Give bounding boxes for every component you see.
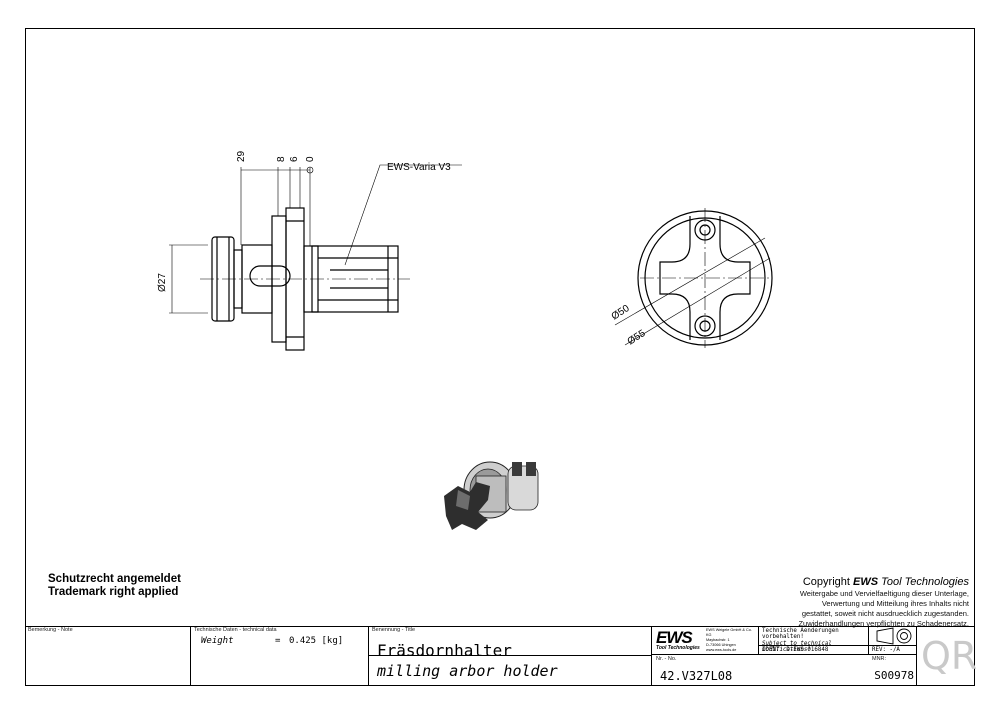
copyright-suffix: Tool Technologies: [881, 576, 969, 588]
copyright-notice: Copyright EWS Tool Technologies Weiterga…: [798, 576, 969, 629]
tech-data-cell: Technische Daten - technical data Weight…: [191, 626, 369, 686]
company-line: Maybachstr. 1: [706, 638, 730, 642]
projection-symbol-icon: [876, 627, 912, 645]
company-line: www.ews-tools.de: [706, 648, 737, 652]
qr-placeholder: QR: [921, 634, 978, 678]
dim-d27: Ø27: [157, 273, 168, 292]
changes-en: Subject to technical modifications!: [762, 641, 832, 653]
trademark-notice: Schutzrecht angemeldet Trademark right a…: [48, 573, 181, 599]
copyright-line: Weitergabe und Vervielfaeltigung dieser …: [799, 589, 969, 598]
logo-subtitle: Tool Technologies: [656, 645, 700, 651]
title-english: milling arbor holder: [377, 662, 558, 680]
dim-0: 0: [305, 156, 316, 162]
title-label: Benennung - Title: [372, 627, 416, 633]
part-number-cell: Nr. - No. 42.V327L08: [652, 655, 869, 686]
title-cell: Benennung - Title Fräsdornhalter milling…: [369, 626, 652, 686]
copyright-prefix: Copyright: [802, 576, 850, 588]
trademark-line-de: Schutzrecht angemeldet: [48, 573, 181, 585]
copyright-line: gestattet, soweit nicht ausdruecklich zu…: [801, 609, 969, 618]
ews-logo: EWS: [656, 628, 693, 647]
rev-value: REV: -/A: [872, 647, 900, 653]
note-cell: Bemerkung - Note: [25, 626, 191, 686]
copyright-line: Verwertung und Mitteilung ihres Inhalts …: [821, 599, 969, 608]
front-dimension-lines: [614, 208, 771, 348]
dim-d55: Ø55: [626, 328, 648, 348]
rev-cell: REV: -/A: [869, 646, 917, 655]
ident-value: IDENT: D-EWS-016848: [762, 647, 829, 653]
copyright-brand: EWS: [853, 576, 879, 588]
title-block: Bemerkung - Note Technische Daten - tech…: [25, 626, 978, 686]
weight-equals: =: [275, 636, 281, 646]
logo-cell: EWS Tool Technologies EWS Weigele GmbH &…: [652, 626, 759, 655]
callout-label: EWS-Varia V3: [387, 162, 451, 173]
mnr-cell: MNR: S00978: [869, 655, 917, 686]
isometric-view: [444, 461, 539, 530]
dim-6: 6: [289, 156, 300, 162]
changes-cell: Technische Aenderungen vorbehalten! Subj…: [759, 626, 869, 653]
drawing-frame: [25, 28, 975, 686]
weight-value: 0.425 [kg]: [289, 636, 344, 646]
note-label: Bemerkung - Note: [28, 627, 73, 633]
projection-symbol-cell: [869, 626, 917, 646]
qr-cell: QR: [917, 626, 978, 686]
mnr-label: MNR:: [872, 656, 887, 662]
ident-cell: IDENT: D-EWS-016848: [759, 646, 869, 655]
company-line: EWS Weigele GmbH & Co. KG: [706, 628, 752, 637]
changes-de: Technische Aenderungen vorbehalten!: [762, 628, 839, 640]
company-line: D-73066 Uhingen: [706, 643, 736, 647]
dim-labels: 29 8 6 0 Ø27 EWS-Varia V3: [157, 150, 451, 292]
dimension-lines: [169, 164, 462, 314]
dim-29: 29: [236, 150, 247, 162]
copyright-heading: Copyright EWS Tool Technologies: [798, 576, 969, 589]
weight-label: Weight: [201, 636, 234, 646]
slot: [249, 265, 291, 287]
trademark-line-en: Trademark right applied: [48, 586, 179, 598]
title-german: Fräsdornhalter: [377, 641, 512, 660]
dim-8: 8: [276, 156, 287, 162]
tech-label: Technische Daten - technical data: [194, 627, 277, 633]
part-number: 42.V327L08: [660, 669, 733, 683]
nr-label: Nr. - No.: [656, 656, 677, 662]
copyright-line: Zuwiderhandlungen verpflichten zu Schade…: [798, 619, 969, 628]
mnr-value: S00978: [874, 669, 914, 682]
dim-d50: Ø50: [610, 303, 632, 323]
